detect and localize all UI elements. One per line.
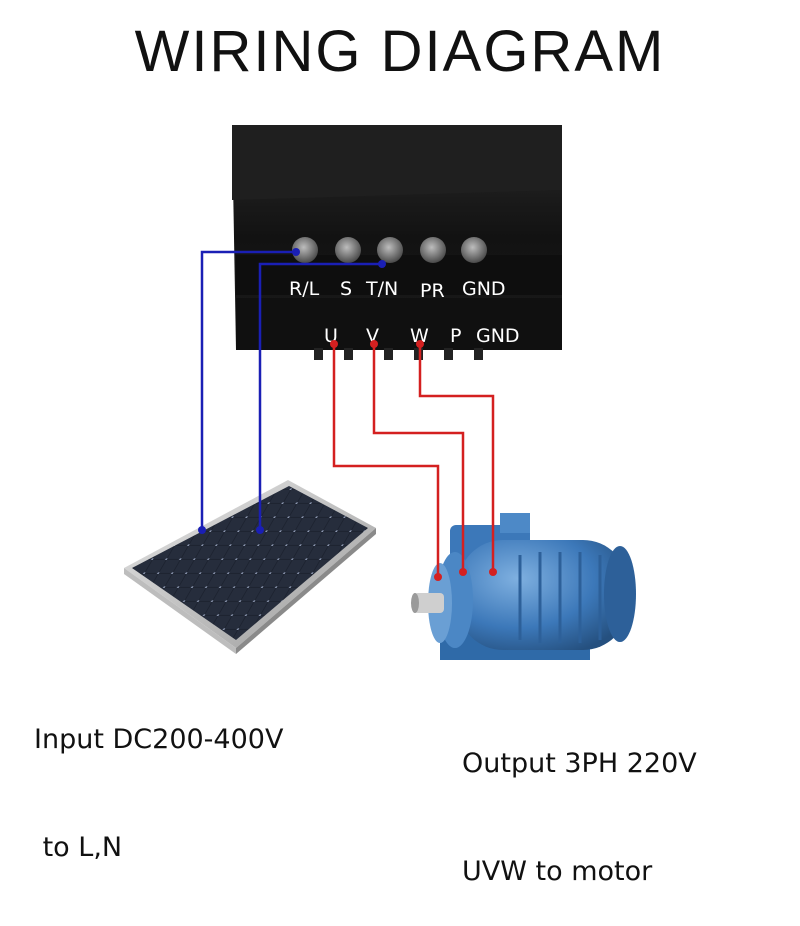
page-title: WIRING DIAGRAM [134,19,666,84]
terminal-screws [292,237,487,263]
output-caption-line1: Output 3PH 220V [462,748,697,779]
wire-w [418,344,495,572]
terminal-labels-top: R/L S T/N PR GND [289,278,506,302]
terminal-label-s: S [340,278,352,300]
terminal-label-p: P [450,325,461,347]
wire-u [332,344,440,577]
output-caption: Output 3PH 220V UVW to motor [462,674,697,926]
wire-v [372,344,465,572]
terminal-label-gnd-top: GND [462,278,506,300]
screw-s [335,237,361,263]
output-wire-dots [330,340,497,581]
input-caption-line1: Input DC200-400V [34,724,284,755]
output-wires [332,344,495,577]
terminal-label-tn: T/N [365,278,398,300]
input-caption-line2: to L,N [34,832,123,863]
screw-pr [420,237,446,263]
screw-tn [377,237,403,263]
output-caption-line2: UVW to motor [462,856,653,887]
motor [411,513,636,660]
terminal-label-w: W [410,325,429,347]
input-wires [200,250,382,530]
inverter-body [232,125,562,360]
input-caption: Input DC200-400V to L,N [34,650,283,902]
wire-tn [258,262,382,530]
terminal-label-pr: PR [420,280,445,302]
solar-panel [124,480,376,654]
wire-rl [200,250,296,530]
terminal-label-rl: R/L [289,278,320,300]
terminal-label-gnd-bottom: GND [476,325,520,347]
screw-gnd [461,237,487,263]
input-wire-dots [198,248,386,534]
screw-rl [292,237,318,263]
wiring-diagram: R/L S T/N PR GND U V W P GND [124,125,636,660]
